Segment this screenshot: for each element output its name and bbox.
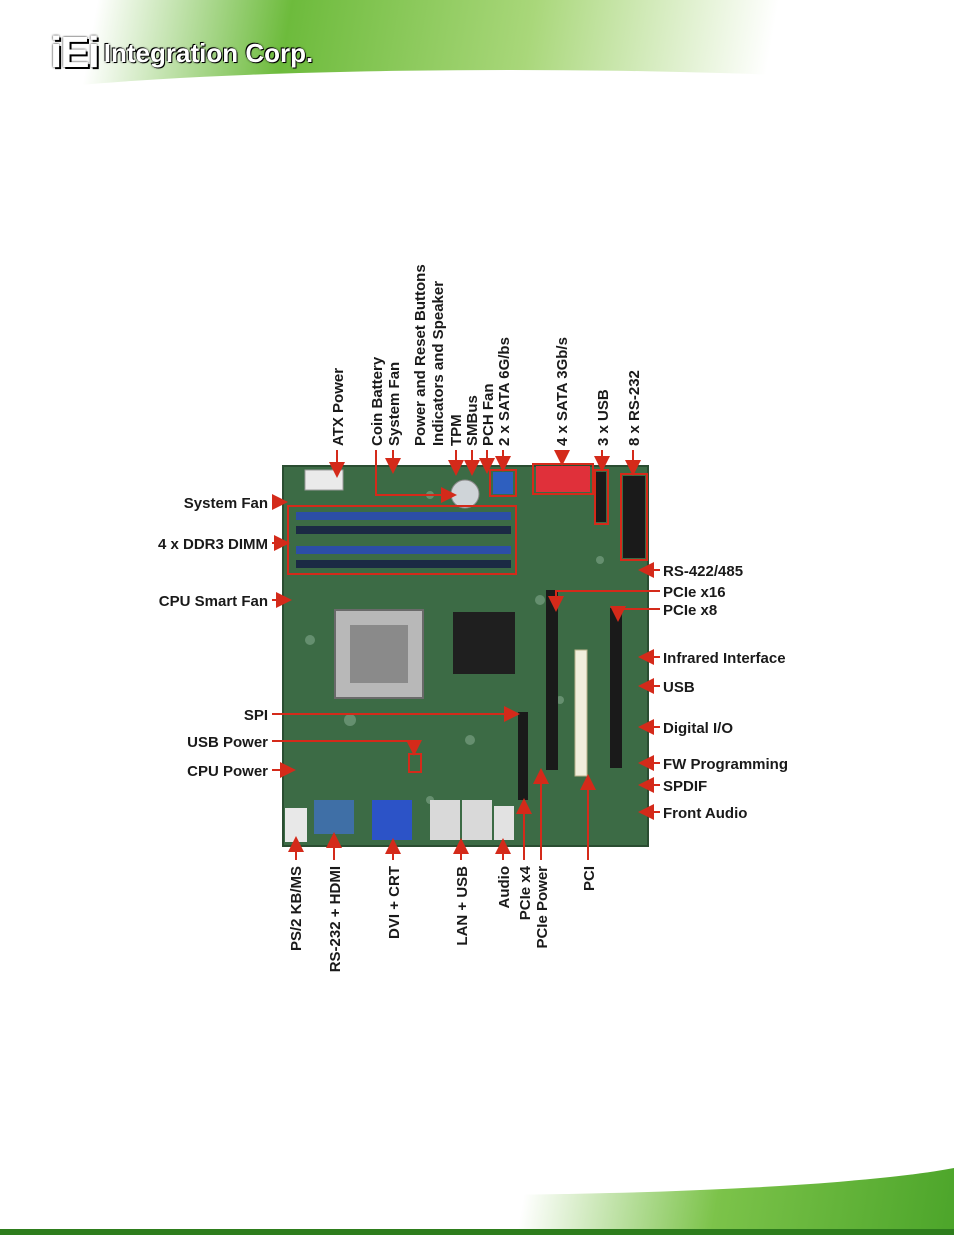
label-pcie-x8: PCIe x8 <box>663 602 717 619</box>
label-audio: Audio <box>496 866 513 909</box>
logo-mark: iEi <box>50 28 100 77</box>
header-banner <box>0 0 954 115</box>
label-spi: SPI <box>244 707 268 724</box>
footer-bar <box>0 1229 954 1235</box>
bottom-labels: PS/2 KB/MS RS-232 + HDMI DVI + CRT LAN +… <box>288 865 598 972</box>
right-labels: RS-422/485 PCIe x16 PCIe x8 Infrared Int… <box>663 563 788 822</box>
footer-swoosh <box>0 1135 954 1195</box>
label-4x-sata: 4 x SATA 3Gb/s <box>554 337 571 446</box>
label-usb-power: USB Power <box>187 734 268 751</box>
company-logo: iEi Integration Corp. <box>50 28 313 78</box>
label-front-audio: Front Audio <box>663 805 747 822</box>
label-pcie-x16: PCIe x16 <box>663 584 726 601</box>
label-usb-right: USB <box>663 679 695 696</box>
label-3x-usb: 3 x USB <box>595 389 612 446</box>
label-system-fan-left: System Fan <box>184 495 268 512</box>
label-spdif: SPDIF <box>663 778 707 795</box>
label-rs422-485: RS-422/485 <box>663 563 743 580</box>
label-dvi-crt: DVI + CRT <box>386 866 403 939</box>
label-fw-programming: FW Programming <box>663 756 788 773</box>
label-digital-io: Digital I/O <box>663 720 733 737</box>
label-cpu-smart-fan: CPU Smart Fan <box>159 593 268 610</box>
label-ddr3-dimm: 4 x DDR3 DIMM <box>158 536 268 553</box>
top-labels: ATX Power Coin Battery System Fan Power … <box>330 264 643 446</box>
label-rs232-hdmi: RS-232 + HDMI <box>327 866 344 972</box>
left-labels: System Fan 4 x DDR3 DIMM CPU Smart Fan S… <box>158 495 268 780</box>
callout-arrows <box>272 450 660 860</box>
label-lan-usb: LAN + USB <box>454 866 471 946</box>
label-pcie-power: PCIe Power <box>534 866 551 949</box>
label-pci: PCI <box>581 866 598 891</box>
label-system-fan-top: System Fan <box>386 362 403 446</box>
dimm-slots <box>296 512 511 568</box>
label-indicators-speaker: Indicators and Speaker <box>430 281 447 446</box>
label-smbus: SMBus <box>464 395 481 446</box>
label-pcie-x4: PCIe x4 <box>517 865 534 920</box>
label-cpu-power: CPU Power <box>187 763 268 780</box>
label-infrared-interface: Infrared Interface <box>663 650 786 667</box>
footer-banner <box>0 1135 954 1235</box>
label-coin-battery: Coin Battery <box>369 356 386 446</box>
label-atx-power: ATX Power <box>330 368 347 446</box>
label-8x-rs232: 8 x RS-232 <box>626 370 643 446</box>
label-2x-sata: 2 x SATA 6G/bs <box>496 337 513 446</box>
label-pch-fan: PCH Fan <box>480 383 497 446</box>
label-tpm: TPM <box>448 414 465 446</box>
logo-text: Integration Corp. <box>103 37 314 68</box>
label-power-reset-buttons: Power and Reset Buttons <box>412 264 429 446</box>
motherboard-image <box>282 463 649 847</box>
label-ps2-kbms: PS/2 KB/MS <box>288 866 305 951</box>
